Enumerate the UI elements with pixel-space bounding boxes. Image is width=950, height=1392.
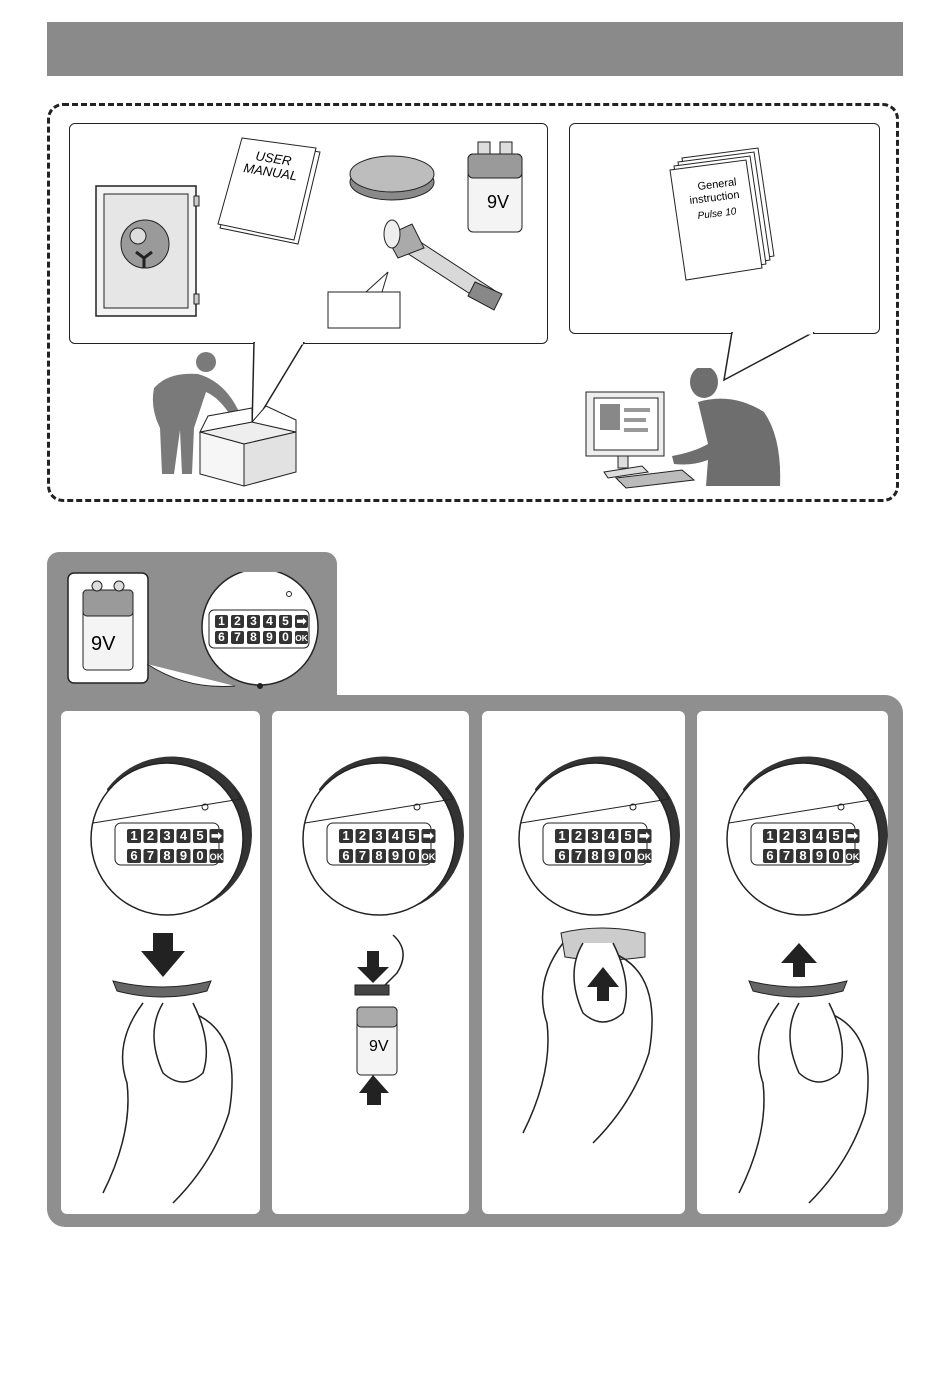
keypad-key-label: 7 xyxy=(359,848,366,863)
keypad-key-label: 6 xyxy=(558,848,565,863)
keypad-key-label: 3 xyxy=(250,614,257,628)
keypad-key-label: 3 xyxy=(799,828,806,843)
keypad-key-label: 9 xyxy=(392,848,399,863)
keypad-key-label: 1 xyxy=(218,614,225,628)
keypad-key-label: 8 xyxy=(591,848,598,863)
keypad-key-label: ➡ xyxy=(639,828,650,843)
keypad-key-label: 9 xyxy=(608,848,615,863)
keypad-key-label: 5 xyxy=(282,614,289,628)
keypad-key-label: 8 xyxy=(163,848,170,863)
keypad-key-label: 8 xyxy=(250,630,257,644)
keypad-key-label: 7 xyxy=(234,630,241,644)
keypad-key-label: 9 xyxy=(180,848,187,863)
keypad-key-label: 2 xyxy=(234,614,241,628)
keypad-key-label: 1 xyxy=(130,828,137,843)
keypad-key-label: 2 xyxy=(147,828,154,843)
keypad-key-label: 9 xyxy=(266,630,273,644)
keypad-key-label: 0 xyxy=(408,848,415,863)
keypad-key-label: 3 xyxy=(591,828,598,843)
keypad-key-label: 3 xyxy=(163,828,170,843)
keypad-key-label: 1 xyxy=(342,828,349,843)
keypad-key-label: 6 xyxy=(766,848,773,863)
keypad-key-label: 3 xyxy=(375,828,382,843)
keypad-key-label: 7 xyxy=(783,848,790,863)
keypad-key-label: 7 xyxy=(147,848,154,863)
user-manual-illustration: USER MANUAL xyxy=(218,138,320,244)
keypad-key-label: 2 xyxy=(783,828,790,843)
keypad-key-label: OK xyxy=(210,852,224,862)
keypad-key-label: 7 xyxy=(575,848,582,863)
keypad-key-label: 9 xyxy=(816,848,823,863)
keypad-key-label: 0 xyxy=(282,630,289,644)
battery-label: 9V xyxy=(487,192,509,212)
keypad-key-label: OK xyxy=(295,633,308,643)
keypad-key-label: 8 xyxy=(375,848,382,863)
keypad-key-label: ➡ xyxy=(296,614,307,628)
header-bar xyxy=(47,22,903,76)
keypad-key-label: 8 xyxy=(799,848,806,863)
battery-illustration: 9V xyxy=(468,142,522,232)
keypad-key-label: 6 xyxy=(218,630,225,644)
keypad-key-label: 4 xyxy=(392,828,400,843)
keypad-key-label: 4 xyxy=(180,828,188,843)
instruction-booklet-illustration: General instruction Pulse 10 xyxy=(670,148,774,280)
keypad-key-label: 4 xyxy=(266,614,273,628)
keypad-key-label: 2 xyxy=(359,828,366,843)
safe-illustration xyxy=(96,186,199,316)
keypad-key-label: 1 xyxy=(558,828,565,843)
person-unpacking-illustration xyxy=(148,348,308,488)
keypad-key-label: OK xyxy=(422,852,436,862)
keypad-key-label: 4 xyxy=(816,828,824,843)
battery-small-illustration: 9V xyxy=(83,581,133,670)
step-2-battery-label: 9V xyxy=(369,1038,389,1055)
keypad-key-label: 1 xyxy=(766,828,773,843)
package-contents-panel: USER MANUAL 9V xyxy=(69,123,548,344)
battery-location-illustration: 9V 12345 ➡ 67890 OK xyxy=(67,572,323,696)
keypad-key-label: 6 xyxy=(342,848,349,863)
keypad-key-label: 5 xyxy=(408,828,415,843)
keypad-key-label: 5 xyxy=(832,828,839,843)
download-instructions-panel: General instruction Pulse 10 xyxy=(569,123,880,334)
battery-location-label: 9V xyxy=(91,633,116,655)
keypad-key-label: ➡ xyxy=(847,828,858,843)
keypad-key-label: OK xyxy=(846,852,860,862)
keypad-key-label: ➡ xyxy=(211,828,222,843)
screw-anchor-illustration xyxy=(384,220,502,310)
keypad-key-label: OK xyxy=(638,852,652,862)
keypad-key-label: 5 xyxy=(624,828,631,843)
person-at-computer-illustration xyxy=(582,368,782,490)
keypad-key-label: 0 xyxy=(624,848,631,863)
step-2-battery: 9V xyxy=(357,1007,397,1075)
cover-disc-illustration xyxy=(350,156,434,200)
keypad-key-label: 6 xyxy=(130,848,137,863)
keypad-key-label: 0 xyxy=(196,848,203,863)
keypad-key-label: 0 xyxy=(832,848,839,863)
keypad-key-label: 2 xyxy=(575,828,582,843)
keypad-key-label: 5 xyxy=(196,828,203,843)
keypad-key-label: ➡ xyxy=(423,828,434,843)
callout-box xyxy=(328,272,400,328)
keypad-key-label: 4 xyxy=(608,828,616,843)
